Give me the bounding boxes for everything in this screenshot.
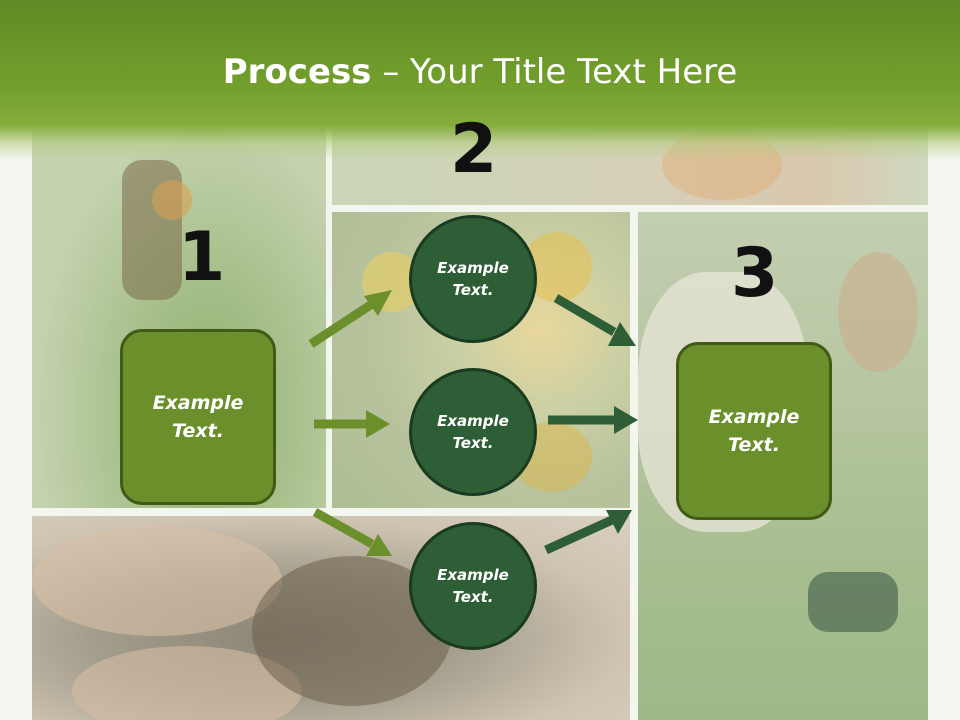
circle-bottom-text: Example Text. [437, 565, 509, 607]
step-2-circle-top: Example Text. [409, 215, 537, 343]
arrow-1-to-top [308, 290, 392, 348]
arrow-1-to-bottom [312, 508, 392, 556]
title-rest: – Your Title Text Here [371, 52, 738, 92]
garden-hose-photo [32, 120, 326, 508]
step-number-1: 1 [178, 218, 226, 297]
step-3-text: Example Text. [708, 405, 800, 457]
circle-top-text: Example Text. [437, 258, 509, 300]
arrow-1-to-middle [314, 410, 390, 438]
step-3-box: Example Text. [676, 342, 832, 520]
arrow-top-to-3 [553, 294, 636, 346]
title-bold: Process [222, 52, 372, 92]
arrow-middle-to-3 [548, 406, 638, 434]
circle-middle-text: Example Text. [437, 411, 509, 453]
step-number-2: 2 [450, 110, 498, 189]
header-bar [0, 0, 960, 160]
step-1-box: Example Text. [120, 329, 276, 505]
step-1-text: Example Text. [152, 391, 244, 443]
soil-hands-photo [32, 516, 630, 720]
step-number-3: 3 [731, 234, 779, 313]
slide-title: Process – Your Title Text Here [0, 52, 960, 92]
arrow-bottom-to-3 [544, 510, 632, 555]
step-2-circle-middle: Example Text. [409, 368, 537, 496]
step-2-circle-bottom: Example Text. [409, 522, 537, 650]
